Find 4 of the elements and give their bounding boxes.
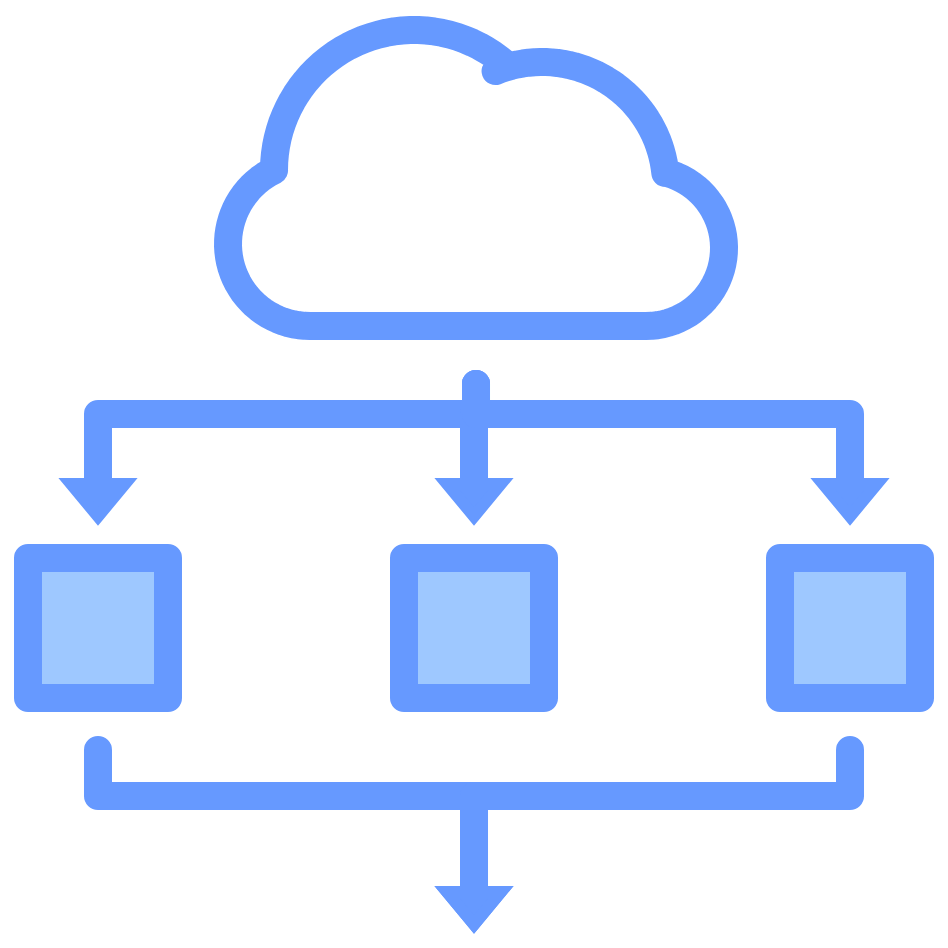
- square-box: [390, 544, 558, 712]
- cloud-shape: [214, 16, 738, 340]
- square-box: [766, 544, 934, 712]
- square-box: [14, 544, 182, 712]
